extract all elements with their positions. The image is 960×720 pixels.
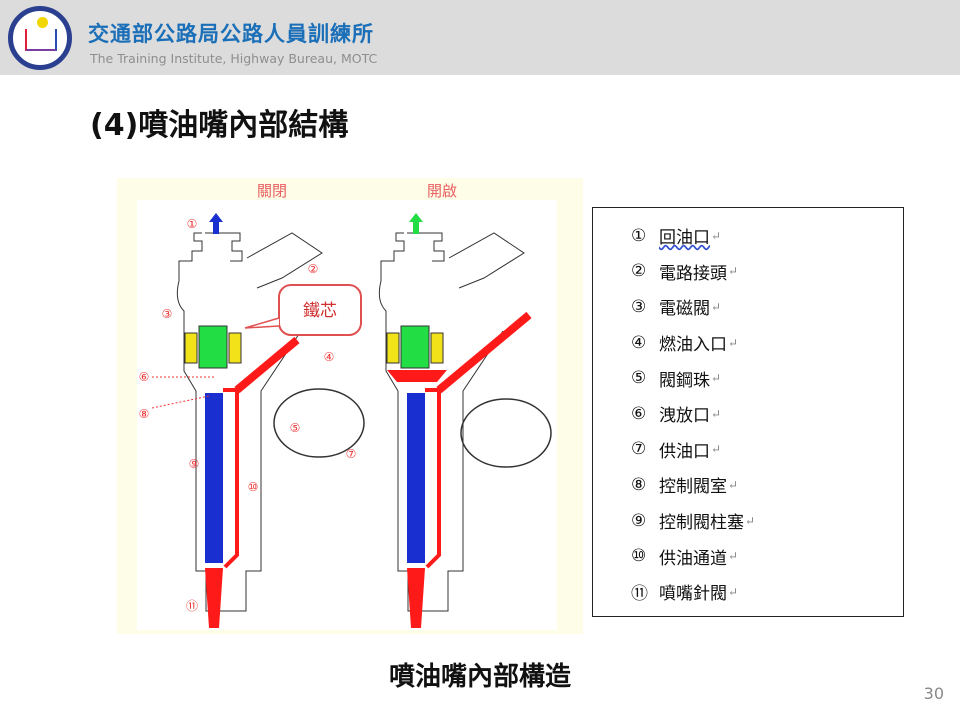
page-number: 30 <box>923 684 944 703</box>
return-mark-icon: ↵ <box>711 371 722 386</box>
legend-text: 控制閥柱塞 <box>659 513 744 534</box>
injector-diagram: ① ② ③ ④ ⑤ ⑥ ⑦ ⑧ ⑨ ⑩ ⑪ 關閉 開啟 鐵芯 <box>117 178 583 634</box>
legend-item: ⑩ 供油通道↵ <box>631 538 903 574</box>
marker-8: ⑧ <box>139 407 150 421</box>
return-mark-icon: ↵ <box>728 477 739 492</box>
slide-title: (4)噴油嘴內部結構 <box>90 108 349 143</box>
org-name-cn: 交通部公路局公路人員訓練所 <box>88 22 374 46</box>
return-mark-icon: ↵ <box>728 264 739 279</box>
legend-item: ⑦ 供油口↵ <box>631 432 903 468</box>
institute-seal-logo <box>8 6 72 70</box>
marker-7: ⑦ <box>346 447 357 461</box>
legend-item: ② 電路接頭↵ <box>631 254 903 290</box>
return-mark-icon: ↵ <box>728 584 739 599</box>
core-callout: 鐵芯 <box>303 301 337 321</box>
legend-number: ⑤ <box>631 368 647 389</box>
return-mark-icon: ↵ <box>728 335 739 350</box>
legend-item: ⑤ 閥鋼珠↵ <box>631 360 903 396</box>
legend-number: ⑦ <box>631 439 647 460</box>
legend-item: ⑥ 洩放口↵ <box>631 396 903 432</box>
legend-number: ③ <box>631 296 647 317</box>
legend-item: ④ 燃油入口↵ <box>631 325 903 361</box>
legend-text: 洩放口 <box>659 406 710 427</box>
legend-text: 噴嘴針閥 <box>659 584 727 605</box>
legend-number: ⑧ <box>631 474 647 495</box>
return-mark-icon: ↵ <box>711 406 722 421</box>
legend-item: ③ 電磁閥↵ <box>631 289 903 325</box>
figure-caption: 噴油嘴內部構造 <box>388 662 571 692</box>
legend-item: ① 回油口↵ <box>631 218 903 254</box>
marker-10: ⑩ <box>248 480 259 494</box>
return-mark-icon: ↵ <box>711 299 722 314</box>
legend-text: 電路接頭 <box>659 263 727 284</box>
marker-3: ③ <box>162 307 173 321</box>
marker-5: ⑤ <box>290 421 301 435</box>
legend-text: 供油口 <box>659 441 710 462</box>
legend-number: ② <box>631 261 647 282</box>
org-name-en: The Training Institute, Highway Bureau, … <box>90 51 378 66</box>
legend-number: ⑨ <box>631 510 647 531</box>
legend-number: ① <box>631 225 647 246</box>
legend-number: ④ <box>631 332 647 353</box>
marker-1: ① <box>187 217 198 231</box>
legend-text: 電磁閥 <box>659 299 710 320</box>
marker-11: ⑪ <box>186 599 198 613</box>
legend-item: ⑧ 控制閥室↵ <box>631 467 903 503</box>
marker-4: ④ <box>324 350 335 364</box>
marker-2: ② <box>308 262 319 276</box>
legend-number: ⑩ <box>631 546 647 567</box>
slide-header: 交通部公路局公路人員訓練所 The Training Institute, Hi… <box>0 0 960 75</box>
closed-label: 關閉 <box>257 182 287 200</box>
legend-text: 控制閥室 <box>659 477 727 498</box>
legend-number: ⑪ <box>631 584 648 605</box>
legend-text: 回油口 <box>659 228 710 249</box>
return-mark-icon: ↵ <box>745 513 756 528</box>
legend-text: 閥鋼珠 <box>659 370 710 391</box>
legend-item: ⑨ 控制閥柱塞↵ <box>631 503 903 539</box>
legend-item: ⑪ 噴嘴針閥↵ <box>631 574 903 610</box>
legend-text: 燃油入口 <box>659 335 727 356</box>
legend-number: ⑥ <box>631 403 647 424</box>
return-mark-icon: ↵ <box>711 228 722 243</box>
return-mark-icon: ↵ <box>711 442 722 457</box>
open-label: 開啟 <box>427 182 457 200</box>
marker-6: ⑥ <box>139 370 150 384</box>
legend-text: 供油通道 <box>659 548 727 569</box>
marker-9: ⑨ <box>189 457 200 471</box>
return-mark-icon: ↵ <box>728 549 739 564</box>
